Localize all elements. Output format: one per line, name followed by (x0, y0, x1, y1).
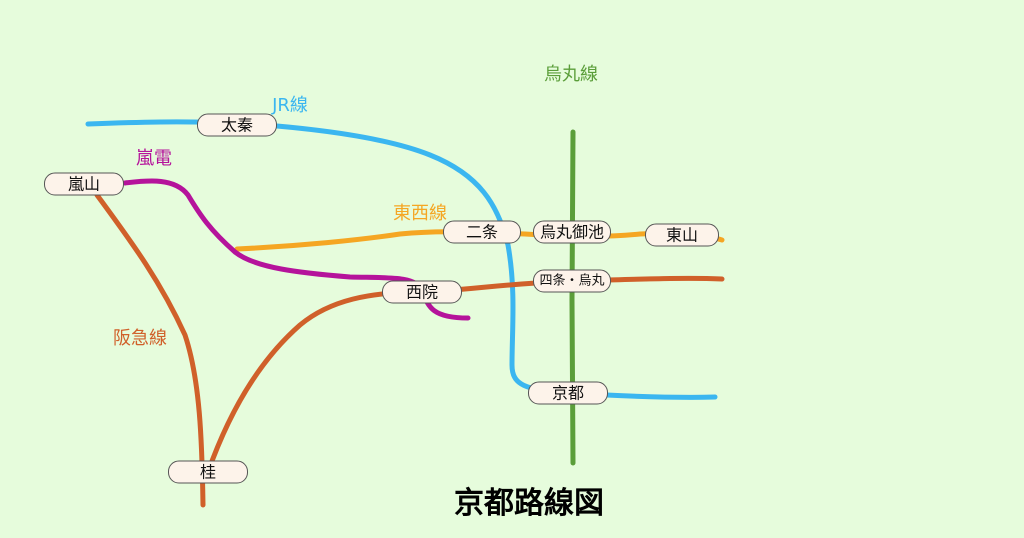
jr-line-label: JR線 (272, 95, 308, 116)
station-arashiyama[interactable]: 嵐山 (44, 172, 124, 196)
hankyu-arashiyama-line (94, 192, 206, 508)
station-katsura[interactable]: 桂 (168, 460, 248, 484)
karasuma-line (569, 129, 576, 466)
station-shijo-karasuma[interactable]: 四条・烏丸 (533, 269, 611, 293)
station-kyoto[interactable]: 京都 (528, 381, 608, 405)
station-sai[interactable]: 西院 (382, 280, 462, 304)
station-nijo[interactable]: 二条 (443, 220, 521, 244)
hankyu-kyoto-line (205, 275, 725, 475)
map-title: 京都路線図 (454, 486, 604, 521)
tozai-line-label: 東西線 (393, 203, 447, 224)
jr-line (85, 119, 718, 400)
hankyu-line-label: 阪急線 (113, 328, 167, 349)
randen-line-label: 嵐電 (136, 148, 172, 169)
station-uzumasa[interactable]: 太秦 (197, 113, 277, 137)
station-karasuma-oike[interactable]: 烏丸御池 (533, 220, 611, 244)
karasuma-line-label: 烏丸線 (544, 64, 598, 85)
station-higashiyama[interactable]: 東山 (645, 223, 719, 247)
